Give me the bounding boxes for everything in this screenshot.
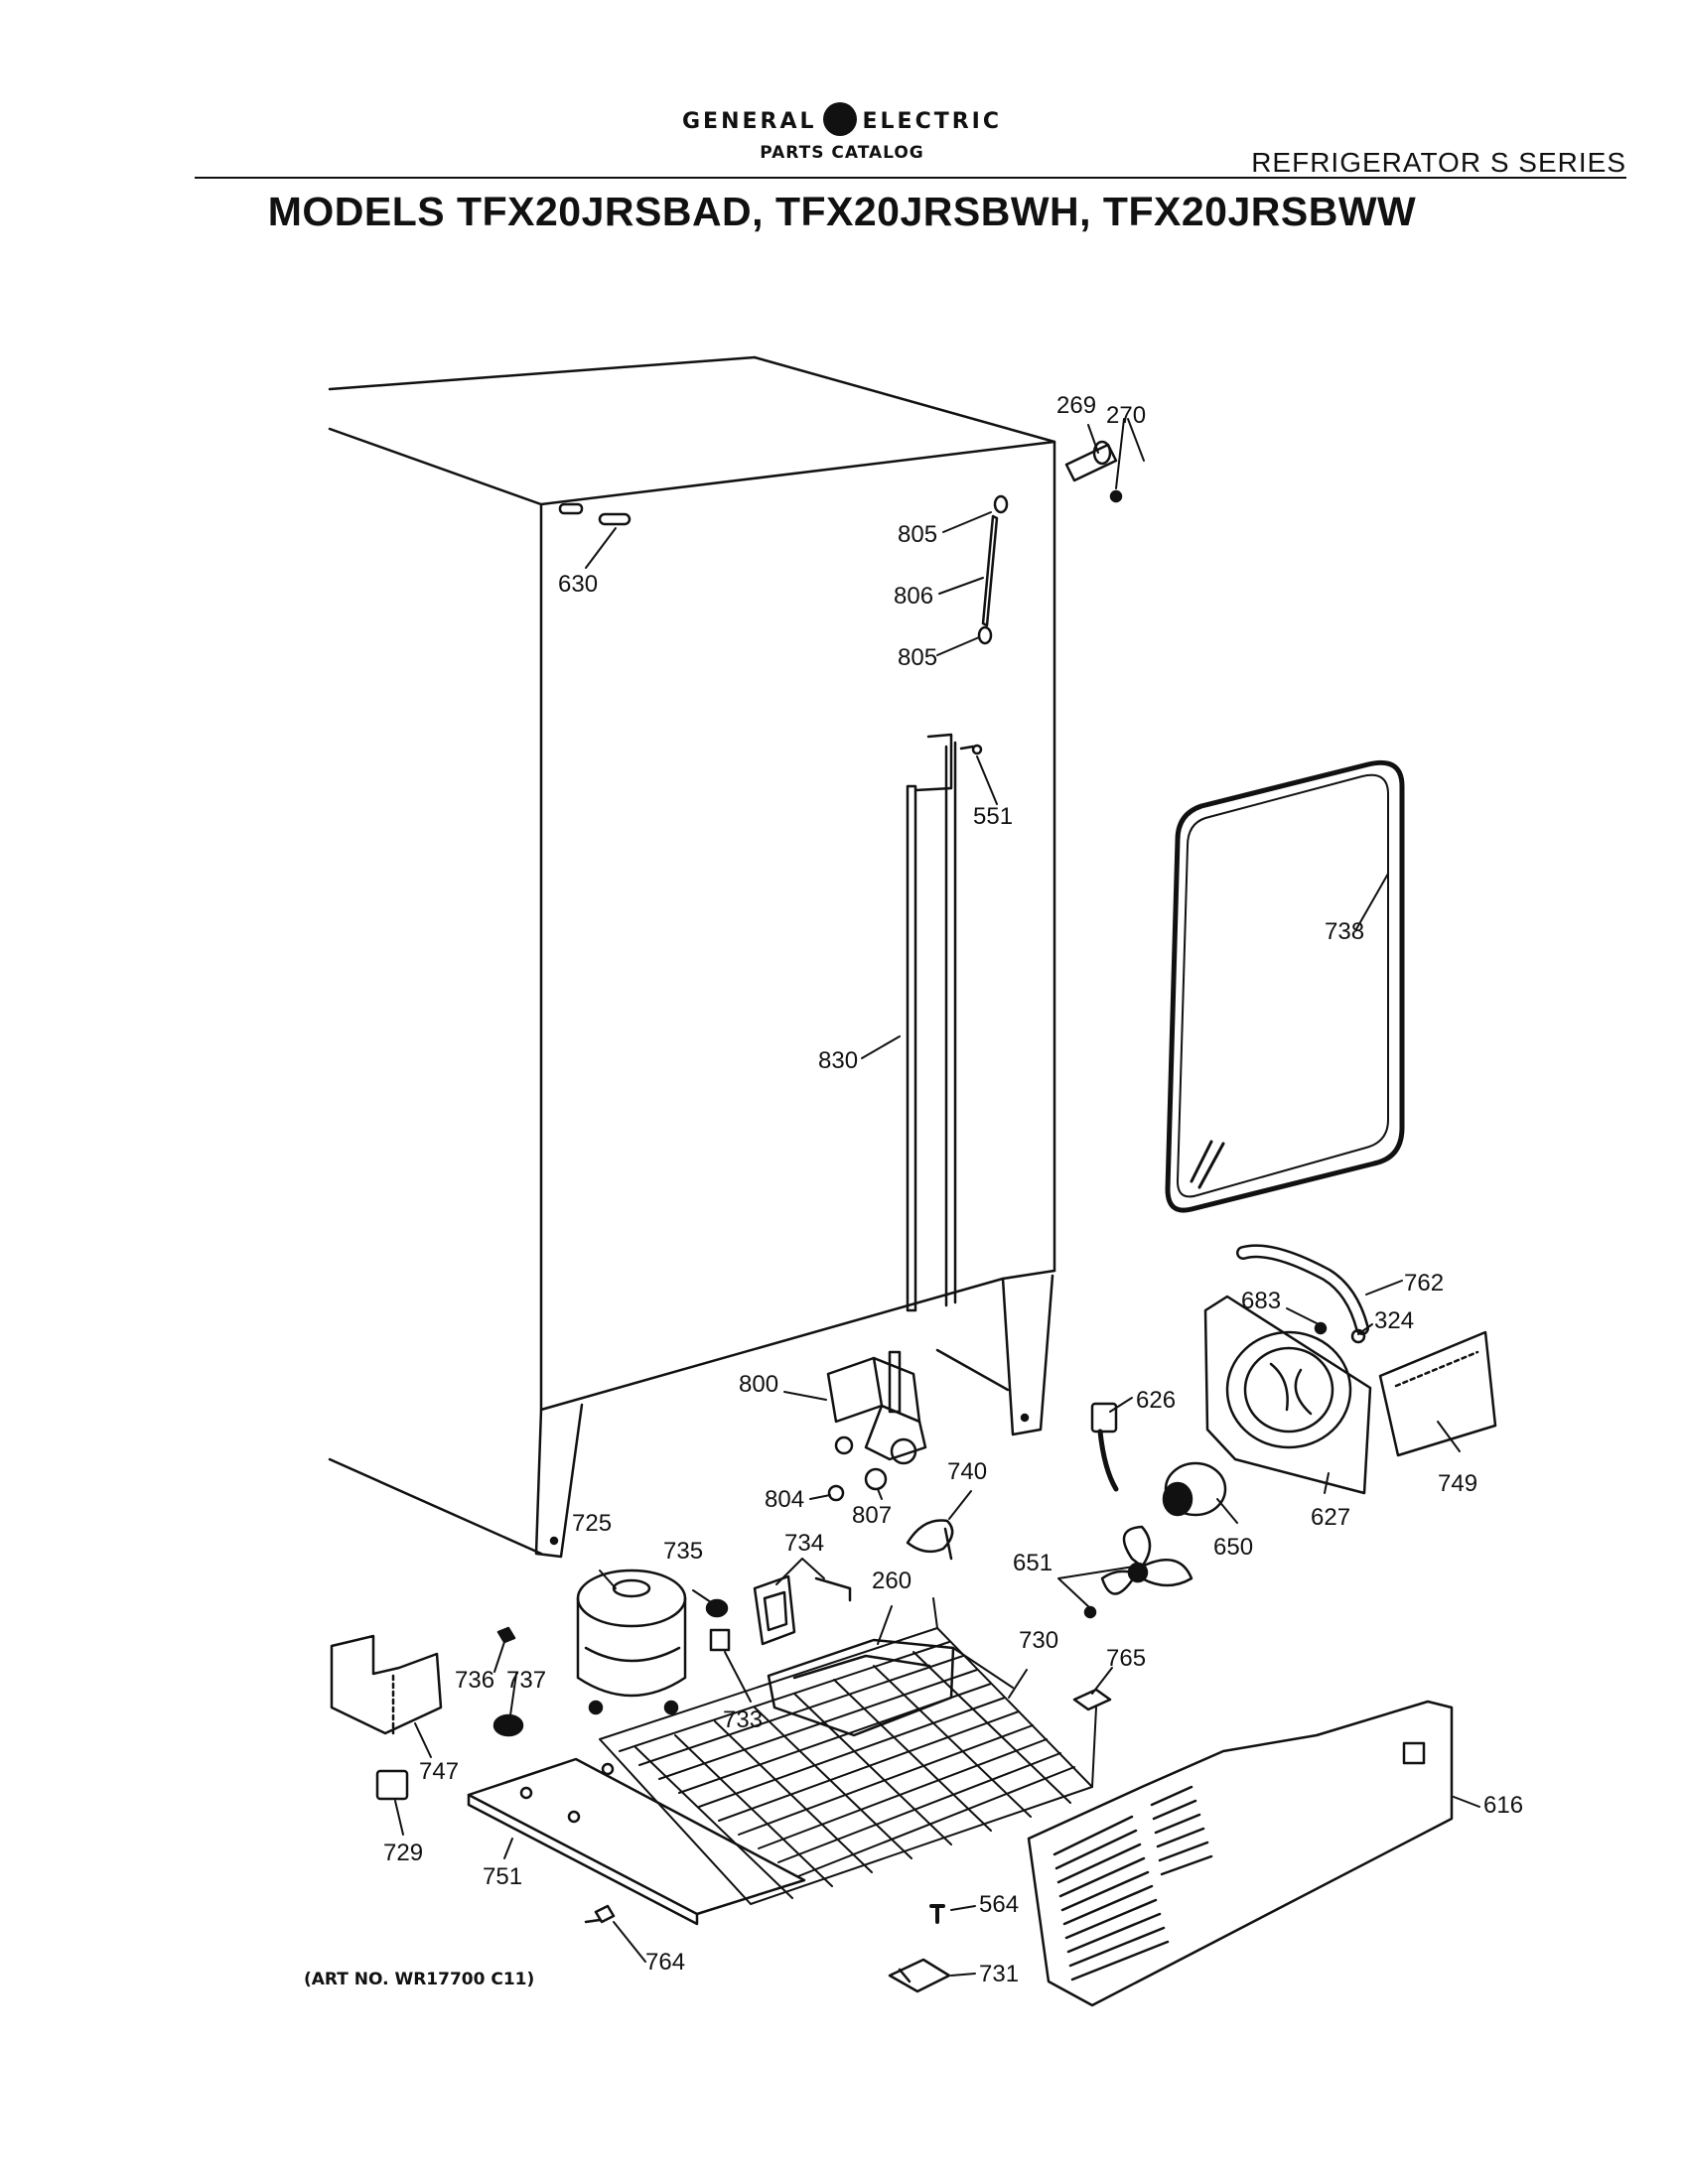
- callout-733: 733: [723, 1706, 763, 1733]
- callout-551: 551: [973, 803, 1013, 830]
- callout-765: 765: [1106, 1645, 1146, 1672]
- part-800-water-valve: [826, 1350, 927, 1465]
- part-627-fan-housing: [1203, 1295, 1372, 1495]
- part-737: [492, 1713, 524, 1737]
- callout-805-bottom: 805: [898, 644, 937, 671]
- header-rule: [195, 177, 1626, 179]
- callout-800: 800: [739, 1371, 778, 1398]
- callout-683: 683: [1241, 1288, 1281, 1314]
- parts-630-805-806: [558, 494, 1009, 755]
- part-616-grille: [1027, 1700, 1454, 2007]
- callout-labels: 269 270 805 806 805 630 551 738 830 762 …: [383, 392, 1523, 1987]
- art-number: (ART NO. WR17700 C11): [304, 1970, 535, 1989]
- part-730-condenser: [599, 1597, 1097, 1905]
- callout-734: 734: [784, 1530, 824, 1557]
- callout-731: 731: [979, 1961, 1019, 1987]
- part-740-clip: [906, 1519, 954, 1561]
- part-747-bracket: [330, 1634, 443, 1735]
- ge-logo-wordmark: GENERAL ELECTRIC: [0, 102, 1684, 139]
- part-735: [705, 1598, 729, 1618]
- callout-729: 729: [383, 1840, 423, 1866]
- callout-735: 735: [663, 1538, 703, 1565]
- part-804: [827, 1484, 845, 1502]
- part-731-clip: [888, 1958, 951, 1993]
- callout-324: 324: [1374, 1307, 1414, 1334]
- callout-564: 564: [979, 1891, 1019, 1918]
- part-736: [496, 1626, 516, 1644]
- brand-left: GENERAL: [681, 109, 817, 134]
- callout-830: 830: [818, 1047, 858, 1074]
- callout-740: 740: [947, 1458, 987, 1485]
- callout-616: 616: [1483, 1792, 1523, 1819]
- callout-650: 650: [1213, 1534, 1253, 1561]
- page-title: MODELS TFX20JRSBAD, TFX20JRSBWH, TFX20JR…: [267, 189, 1417, 234]
- part-749-cover: [1378, 1330, 1497, 1457]
- callout-805-top: 805: [898, 521, 937, 548]
- callout-751: 751: [483, 1863, 522, 1890]
- callout-627: 627: [1311, 1504, 1350, 1531]
- part-651-fan-blade: [1083, 1525, 1193, 1619]
- part-734-overload: [753, 1574, 852, 1646]
- ge-monogram-icon: [822, 102, 857, 136]
- callout-725: 725: [572, 1510, 612, 1537]
- callout-807: 807: [852, 1502, 892, 1529]
- refrigerator-cabinet: [328, 355, 1056, 1559]
- leader-lines: [394, 418, 1480, 1977]
- callout-764: 764: [645, 1949, 685, 1976]
- part-738-gasket: [1165, 759, 1405, 1213]
- parts-catalog-label: PARTS CATALOG: [760, 143, 924, 163]
- part-626-thermostat: [1090, 1402, 1119, 1492]
- callout-736: 736: [455, 1667, 494, 1694]
- callout-270: 270: [1106, 402, 1146, 429]
- callout-804: 804: [765, 1486, 804, 1513]
- callout-747: 747: [419, 1758, 459, 1785]
- part-765: [1072, 1688, 1112, 1711]
- callout-626: 626: [1136, 1387, 1176, 1414]
- callout-260: 260: [872, 1568, 912, 1594]
- part-564-screw: [929, 1904, 945, 1924]
- part-751-base-plate: [467, 1757, 806, 1926]
- brand-right: ELECTRIC: [862, 109, 1002, 134]
- part-324-screw: [1350, 1328, 1366, 1344]
- part-260-drain-pan: [767, 1638, 955, 1737]
- part-725-compressor: [576, 1569, 687, 1715]
- part-764-clip: [584, 1904, 616, 1924]
- callout-651: 651: [1013, 1550, 1052, 1576]
- parts-269-270: [1064, 440, 1123, 503]
- part-683-screw: [1314, 1321, 1328, 1335]
- callout-269: 269: [1056, 392, 1096, 419]
- part-762-tube-inner: [1238, 1246, 1367, 1333]
- callout-762: 762: [1404, 1270, 1444, 1297]
- part-830-mullion: [906, 733, 957, 1312]
- callout-738: 738: [1325, 918, 1364, 945]
- part-729: [375, 1769, 409, 1801]
- callout-806: 806: [894, 583, 933, 610]
- callout-730: 730: [1019, 1627, 1058, 1654]
- callout-737: 737: [506, 1667, 546, 1694]
- callout-630: 630: [558, 571, 598, 598]
- part-650-fan-motor: [1162, 1461, 1227, 1517]
- part-733-relay: [709, 1628, 731, 1652]
- series-label: REFRIGERATOR S SERIES: [1251, 147, 1626, 178]
- part-807: [864, 1467, 888, 1491]
- callout-749: 749: [1438, 1470, 1477, 1497]
